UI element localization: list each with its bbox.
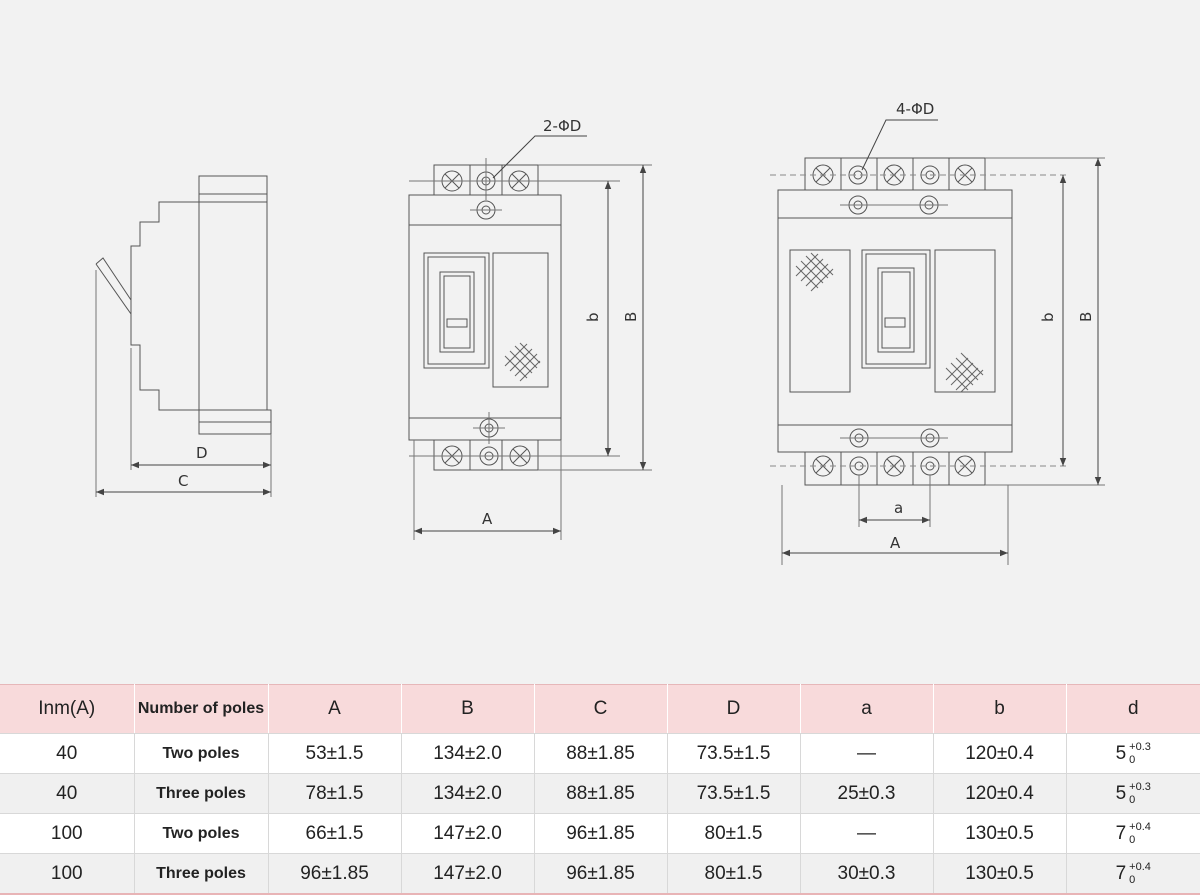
cell-C: 96±1.85 xyxy=(534,813,668,854)
side-view xyxy=(95,175,272,497)
dim-label-D: D xyxy=(196,444,208,462)
cell-D: 80±1.5 xyxy=(667,813,801,854)
cell-a: — xyxy=(800,813,934,854)
cell-b: 130±0.5 xyxy=(933,853,1067,895)
header-number-of-poles: Number of poles xyxy=(134,684,269,734)
cell-a: — xyxy=(800,733,934,774)
two-pole-dim-B: B xyxy=(622,312,640,322)
cell-inm: 40 xyxy=(0,733,135,774)
cell-A: 78±1.5 xyxy=(268,773,402,814)
table-row: 100 Two poles 66±1.5 147±2.0 96±1.85 80±… xyxy=(0,813,1200,854)
header-C: C xyxy=(534,684,668,734)
three-pole-front-view xyxy=(770,119,1105,565)
three-pole-dim-b: b xyxy=(1039,312,1057,322)
d-base: 7 xyxy=(1115,862,1127,884)
cell-D: 73.5±1.5 xyxy=(667,733,801,774)
two-pole-dim-A: A xyxy=(482,510,493,528)
d-lower-tolerance: 0 xyxy=(1129,833,1136,846)
three-pole-dim-B: B xyxy=(1077,312,1095,322)
two-pole-front-view xyxy=(408,135,652,540)
header-A: A xyxy=(268,684,402,734)
table-row: 40 Two poles 53±1.5 134±2.0 88±1.85 73.5… xyxy=(0,733,1200,774)
cell-C: 88±1.85 xyxy=(534,733,668,774)
d-lower-tolerance: 0 xyxy=(1129,753,1136,766)
cell-C: 88±1.85 xyxy=(534,773,668,814)
header-d: d xyxy=(1066,684,1200,734)
dim-label-C: C xyxy=(178,472,188,490)
cell-A: 66±1.5 xyxy=(268,813,402,854)
cell-C: 96±1.85 xyxy=(534,853,668,895)
cell-b: 120±0.4 xyxy=(933,733,1067,774)
cell-A: 96±1.85 xyxy=(268,853,402,895)
two-pole-dim-b: b xyxy=(584,312,602,322)
dimension-spec-table: Inm(A) Number of poles A B C D a b d 40 … xyxy=(0,684,1200,895)
table-header-row: Inm(A) Number of poles A B C D a b d xyxy=(0,684,1200,734)
cell-A: 53±1.5 xyxy=(268,733,402,774)
d-upper-tolerance: +0.3 xyxy=(1129,740,1151,753)
d-lower-tolerance: 0 xyxy=(1129,873,1136,886)
cell-poles: Two poles xyxy=(134,733,269,774)
two-pole-holes-label: 2-ΦD xyxy=(543,117,581,135)
cell-B: 147±2.0 xyxy=(401,813,535,854)
three-pole-holes-label: 4-ΦD xyxy=(896,100,934,118)
cell-poles: Three poles xyxy=(134,773,269,814)
d-base: 7 xyxy=(1115,822,1127,844)
cell-a: 25±0.3 xyxy=(800,773,934,814)
cell-inm: 100 xyxy=(0,853,135,895)
technical-drawing-area: D C xyxy=(95,100,1105,565)
cell-B: 134±2.0 xyxy=(401,773,535,814)
header-inm: Inm(A) xyxy=(0,684,135,734)
cell-D: 73.5±1.5 xyxy=(667,773,801,814)
cell-inm: 100 xyxy=(0,813,135,854)
three-pole-dim-a: a xyxy=(894,499,903,517)
three-pole-dim-A: A xyxy=(890,534,901,552)
cell-poles: Two poles xyxy=(134,813,269,854)
cell-b: 120±0.4 xyxy=(933,773,1067,814)
header-a: a xyxy=(800,684,934,734)
header-D: D xyxy=(667,684,801,734)
cell-B: 147±2.0 xyxy=(401,853,535,895)
header-B: B xyxy=(401,684,535,734)
d-lower-tolerance: 0 xyxy=(1129,793,1136,806)
d-upper-tolerance: +0.4 xyxy=(1129,860,1151,873)
cell-b: 130±0.5 xyxy=(933,813,1067,854)
cell-a: 30±0.3 xyxy=(800,853,934,895)
d-base: 5 xyxy=(1115,782,1127,804)
d-base: 5 xyxy=(1115,742,1127,764)
cell-D: 80±1.5 xyxy=(667,853,801,895)
cell-B: 134±2.0 xyxy=(401,733,535,774)
table-row: 40 Three poles 78±1.5 134±2.0 88±1.85 73… xyxy=(0,773,1200,814)
cell-inm: 40 xyxy=(0,773,135,814)
d-upper-tolerance: +0.3 xyxy=(1129,780,1151,793)
cell-poles: Three poles xyxy=(134,853,269,895)
header-b: b xyxy=(933,684,1067,734)
dimension-drawing: D C xyxy=(95,100,1105,565)
table-row: 100 Three poles 96±1.85 147±2.0 96±1.85 … xyxy=(0,853,1200,895)
d-upper-tolerance: +0.4 xyxy=(1129,820,1151,833)
